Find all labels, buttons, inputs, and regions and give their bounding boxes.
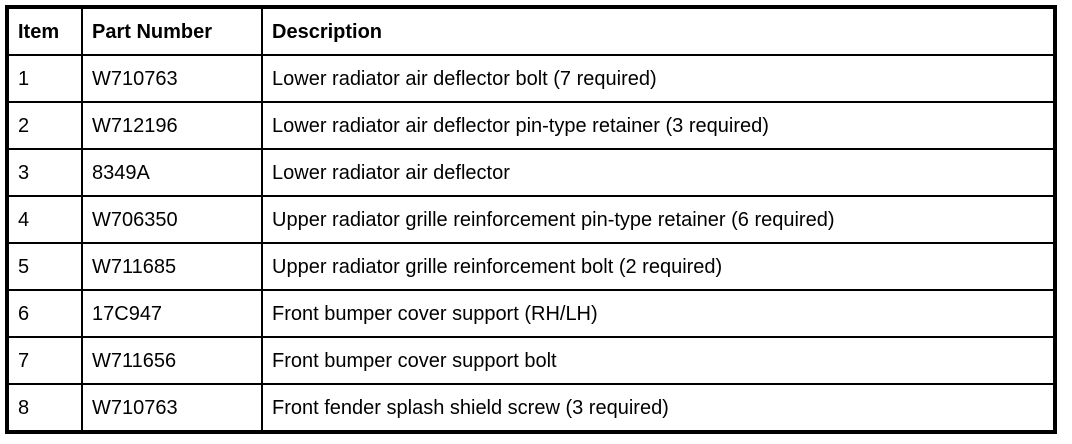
table-cell-description: Front fender splash shield screw (3 requ…: [261, 383, 1056, 433]
table-cell-item: 5: [6, 242, 83, 291]
table-cell-item: 6: [6, 289, 83, 338]
column-header-item: Item: [6, 6, 83, 56]
table-cell-item: 3: [6, 148, 83, 197]
table-cell-item: 4: [6, 195, 83, 244]
table-cell-description: Upper radiator grille reinforcement bolt…: [261, 242, 1056, 291]
table-cell-part-number: W711685: [81, 242, 263, 291]
table-cell-part-number: W711656: [81, 336, 263, 385]
table-cell-part-number: W712196: [81, 101, 263, 150]
table-cell-description: Lower radiator air deflector: [261, 148, 1056, 197]
table-cell-item: 8: [6, 383, 83, 433]
table-cell-part-number: 17C947: [81, 289, 263, 338]
table-cell-item: 7: [6, 336, 83, 385]
table-cell-description: Lower radiator air deflector pin-type re…: [261, 101, 1056, 150]
table-cell-description: Front bumper cover support (RH/LH): [261, 289, 1056, 338]
table-cell-description: Front bumper cover support bolt: [261, 336, 1056, 385]
table-cell-part-number: W706350: [81, 195, 263, 244]
table-cell-part-number: W710763: [81, 54, 263, 103]
table-cell-description: Lower radiator air deflector bolt (7 req…: [261, 54, 1056, 103]
table-cell-item: 2: [6, 101, 83, 150]
column-header-description: Description: [261, 6, 1056, 56]
table-cell-part-number: W710763: [81, 383, 263, 433]
table-cell-description: Upper radiator grille reinforcement pin-…: [261, 195, 1056, 244]
column-header-part-number: Part Number: [81, 6, 263, 56]
table-cell-item: 1: [6, 54, 83, 103]
table-cell-part-number: 8349A: [81, 148, 263, 197]
header-row: Item Part Number Description: [6, 6, 1056, 56]
